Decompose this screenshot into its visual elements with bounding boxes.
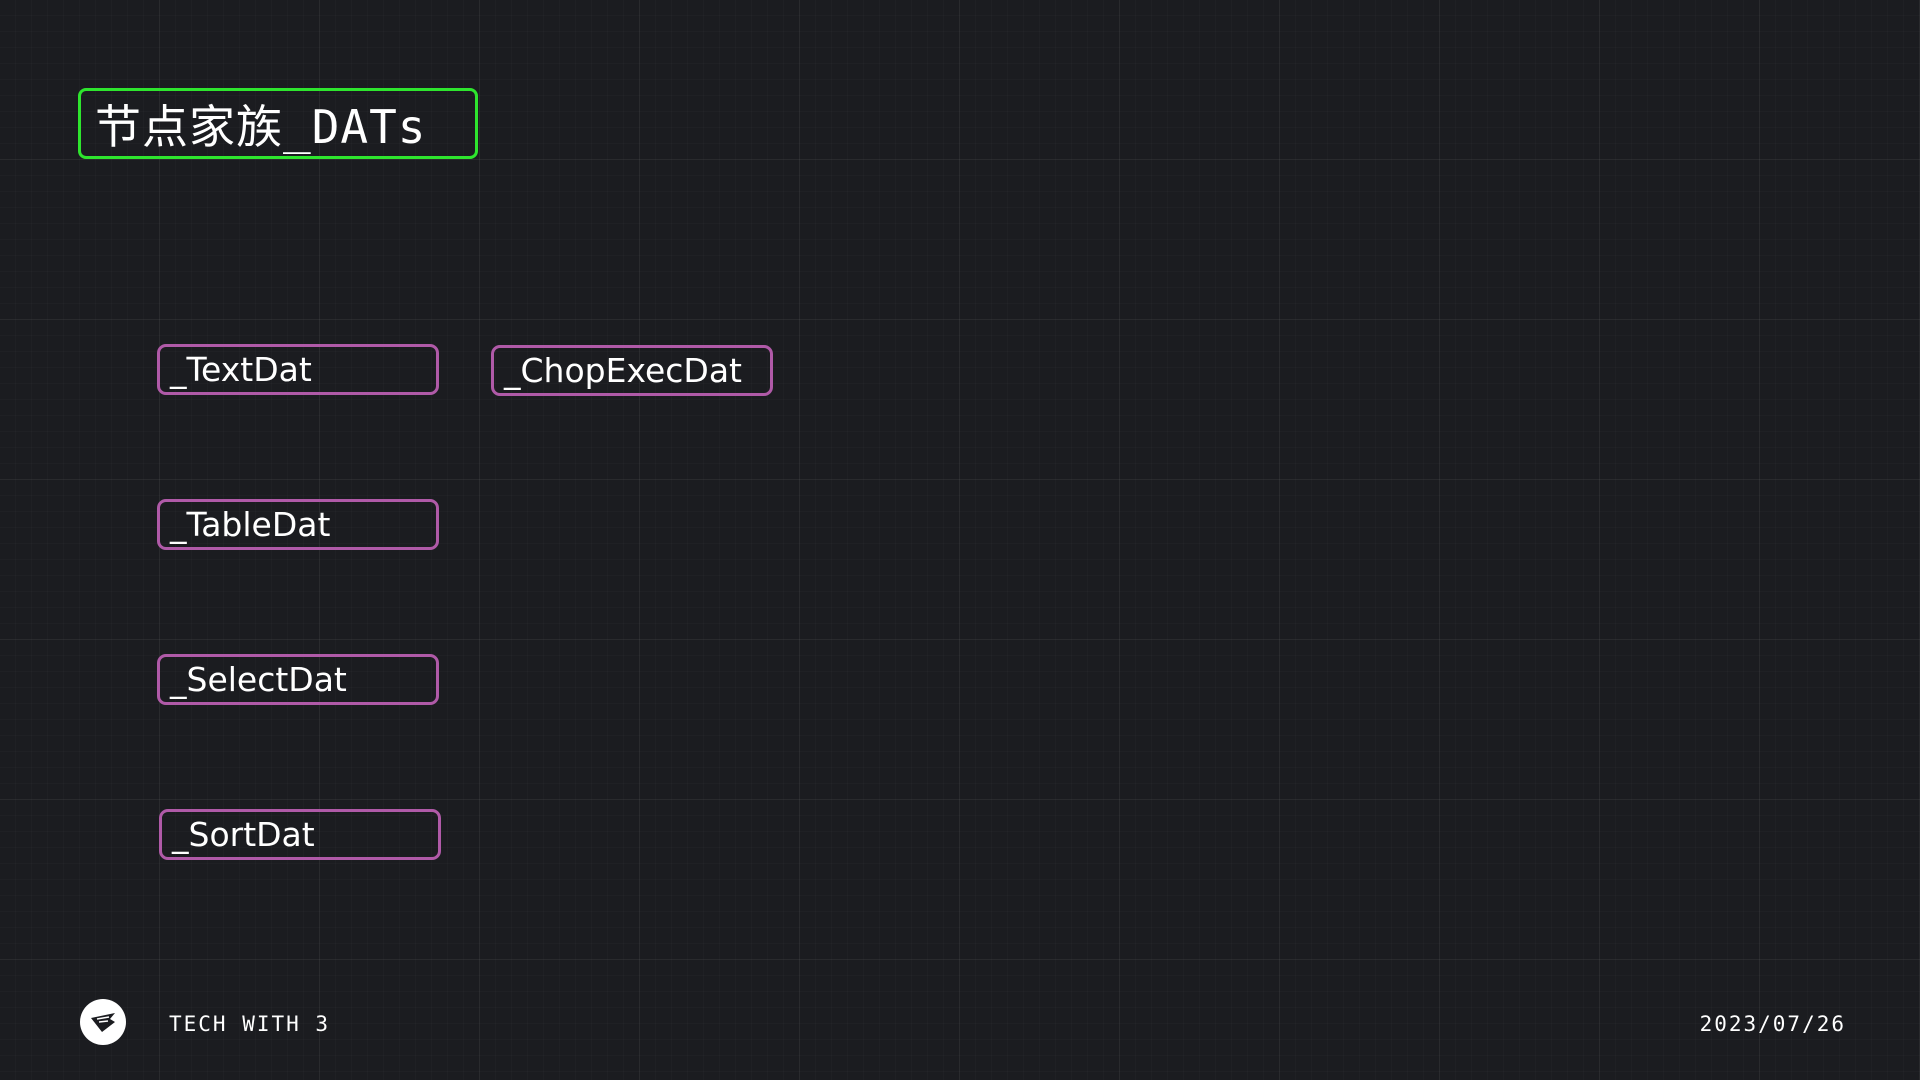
node-text-dat[interactable]: _TextDat: [157, 344, 439, 395]
node-label: _TextDat: [170, 350, 312, 389]
node-label: _ChopExecDat: [504, 351, 742, 390]
footer-brand: TECH WITH 3: [169, 1012, 331, 1036]
node-sort-dat[interactable]: _SortDat: [159, 809, 441, 860]
page-title: 节点家族_DATs: [95, 99, 427, 154]
paper-plane-logo-icon: [80, 999, 126, 1045]
node-select-dat[interactable]: _SelectDat: [157, 654, 439, 705]
title-box: 节点家族_DATs: [78, 88, 478, 159]
footer-date: 2023/07/26: [1699, 1012, 1846, 1036]
node-label: _TableDat: [170, 505, 331, 544]
node-chop-exec-dat[interactable]: _ChopExecDat: [491, 345, 773, 396]
paper-plane-icon: [91, 1013, 115, 1032]
node-label: _SelectDat: [170, 660, 347, 699]
node-table-dat[interactable]: _TableDat: [157, 499, 439, 550]
node-label: _SortDat: [172, 815, 315, 854]
